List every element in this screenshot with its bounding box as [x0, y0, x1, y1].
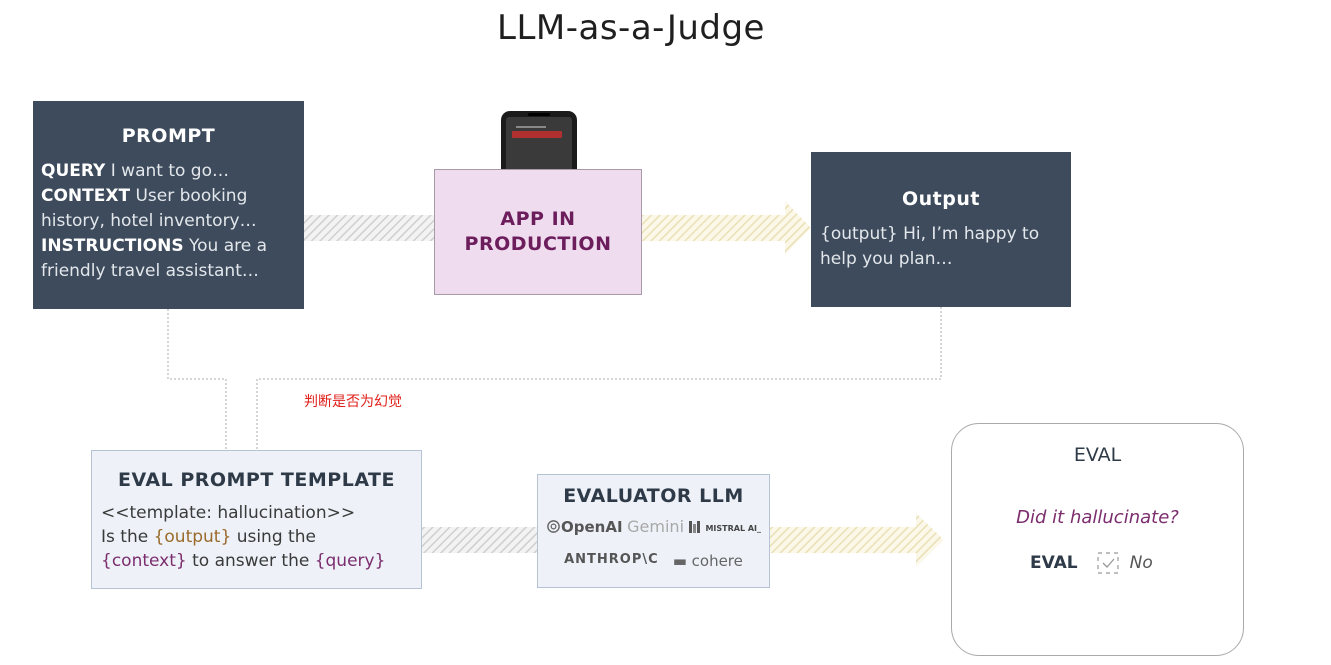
mistral-logo: MISTRAL AI_ — [688, 520, 761, 534]
eval-question: Did it hallucinate? — [1016, 507, 1179, 528]
cohere-logo: ▬ cohere — [672, 552, 743, 570]
arrow-prompt-to-app — [304, 215, 435, 241]
evaluator-llm-box: EVALUATOR LLM OpenAI Gemini MISTRAL AI_ … — [537, 474, 770, 588]
openai-logo: OpenAI — [546, 518, 623, 536]
context-value: User booking history, hotel inventory… — [41, 186, 257, 231]
arrow-evaluator-to-eval — [770, 513, 944, 567]
arrow-app-to-output — [642, 201, 811, 255]
output-heading: Output — [902, 188, 980, 210]
var-context: {context} — [101, 551, 187, 571]
checkbox-icon — [1096, 551, 1120, 575]
prompt-instructions: INSTRUCTIONS You are a friendly travel a… — [41, 234, 296, 284]
app-label: APP IN PRODUCTION — [464, 208, 612, 255]
smartphone-icon — [501, 111, 577, 171]
context-key: CONTEXT — [41, 186, 131, 206]
dotted-connector-output — [256, 307, 942, 450]
arrow-template-to-evaluator — [422, 527, 537, 553]
anthropic-logo: ANTHROP\C — [564, 552, 659, 567]
diagram-title: LLM-as-a-Judge — [497, 8, 765, 48]
instructions-value: You are a friendly travel assistant… — [41, 236, 268, 281]
eval-heading: EVAL — [1073, 444, 1122, 466]
eval-prompt-heading: EVAL PROMPT TEMPLATE — [118, 469, 395, 491]
evaluator-heading: EVALUATOR LLM — [563, 485, 744, 507]
template-tag: <<template: hallucination>> — [101, 503, 356, 523]
query-key: QUERY — [41, 161, 106, 181]
gemini-logo: Gemini — [627, 517, 685, 536]
app-in-production-box: APP IN PRODUCTION — [434, 169, 642, 295]
eval-result-box: EVAL Did it hallucinate? EVAL No — [951, 423, 1244, 656]
instructions-key: INSTRUCTIONS — [41, 236, 184, 256]
template-line-1: Is the {output} using the — [101, 527, 316, 547]
annotation-note: 判断是否为幻觉 — [304, 394, 402, 410]
prompt-heading: PROMPT — [121, 125, 216, 147]
dotted-connector-prompt — [167, 309, 227, 450]
output-value: Hi, I’m happy to help you plan… — [820, 224, 1040, 269]
output-var: {output} — [820, 224, 898, 244]
eval-row: EVAL No — [1030, 551, 1153, 575]
eval-value: No — [1129, 553, 1153, 573]
prompt-box: PROMPT QUERY I want to go… CONTEXT User … — [33, 101, 304, 309]
var-query: {query} — [314, 551, 386, 571]
var-output: {output} — [153, 527, 232, 547]
output-box: Output {output} Hi, I’m happy to help yo… — [811, 152, 1071, 307]
eval-prompt-template-box: EVAL PROMPT TEMPLATE <<template: halluci… — [91, 450, 422, 589]
eval-label: EVAL — [1030, 553, 1078, 573]
prompt-query: QUERY I want to go… — [41, 159, 296, 184]
template-line-2: {context} to answer the {query} — [101, 551, 386, 571]
output-text: {output} Hi, I’m happy to help you plan… — [820, 222, 1062, 272]
prompt-context: CONTEXT User booking history, hotel inve… — [41, 184, 296, 234]
query-value: I want to go… — [105, 161, 229, 181]
